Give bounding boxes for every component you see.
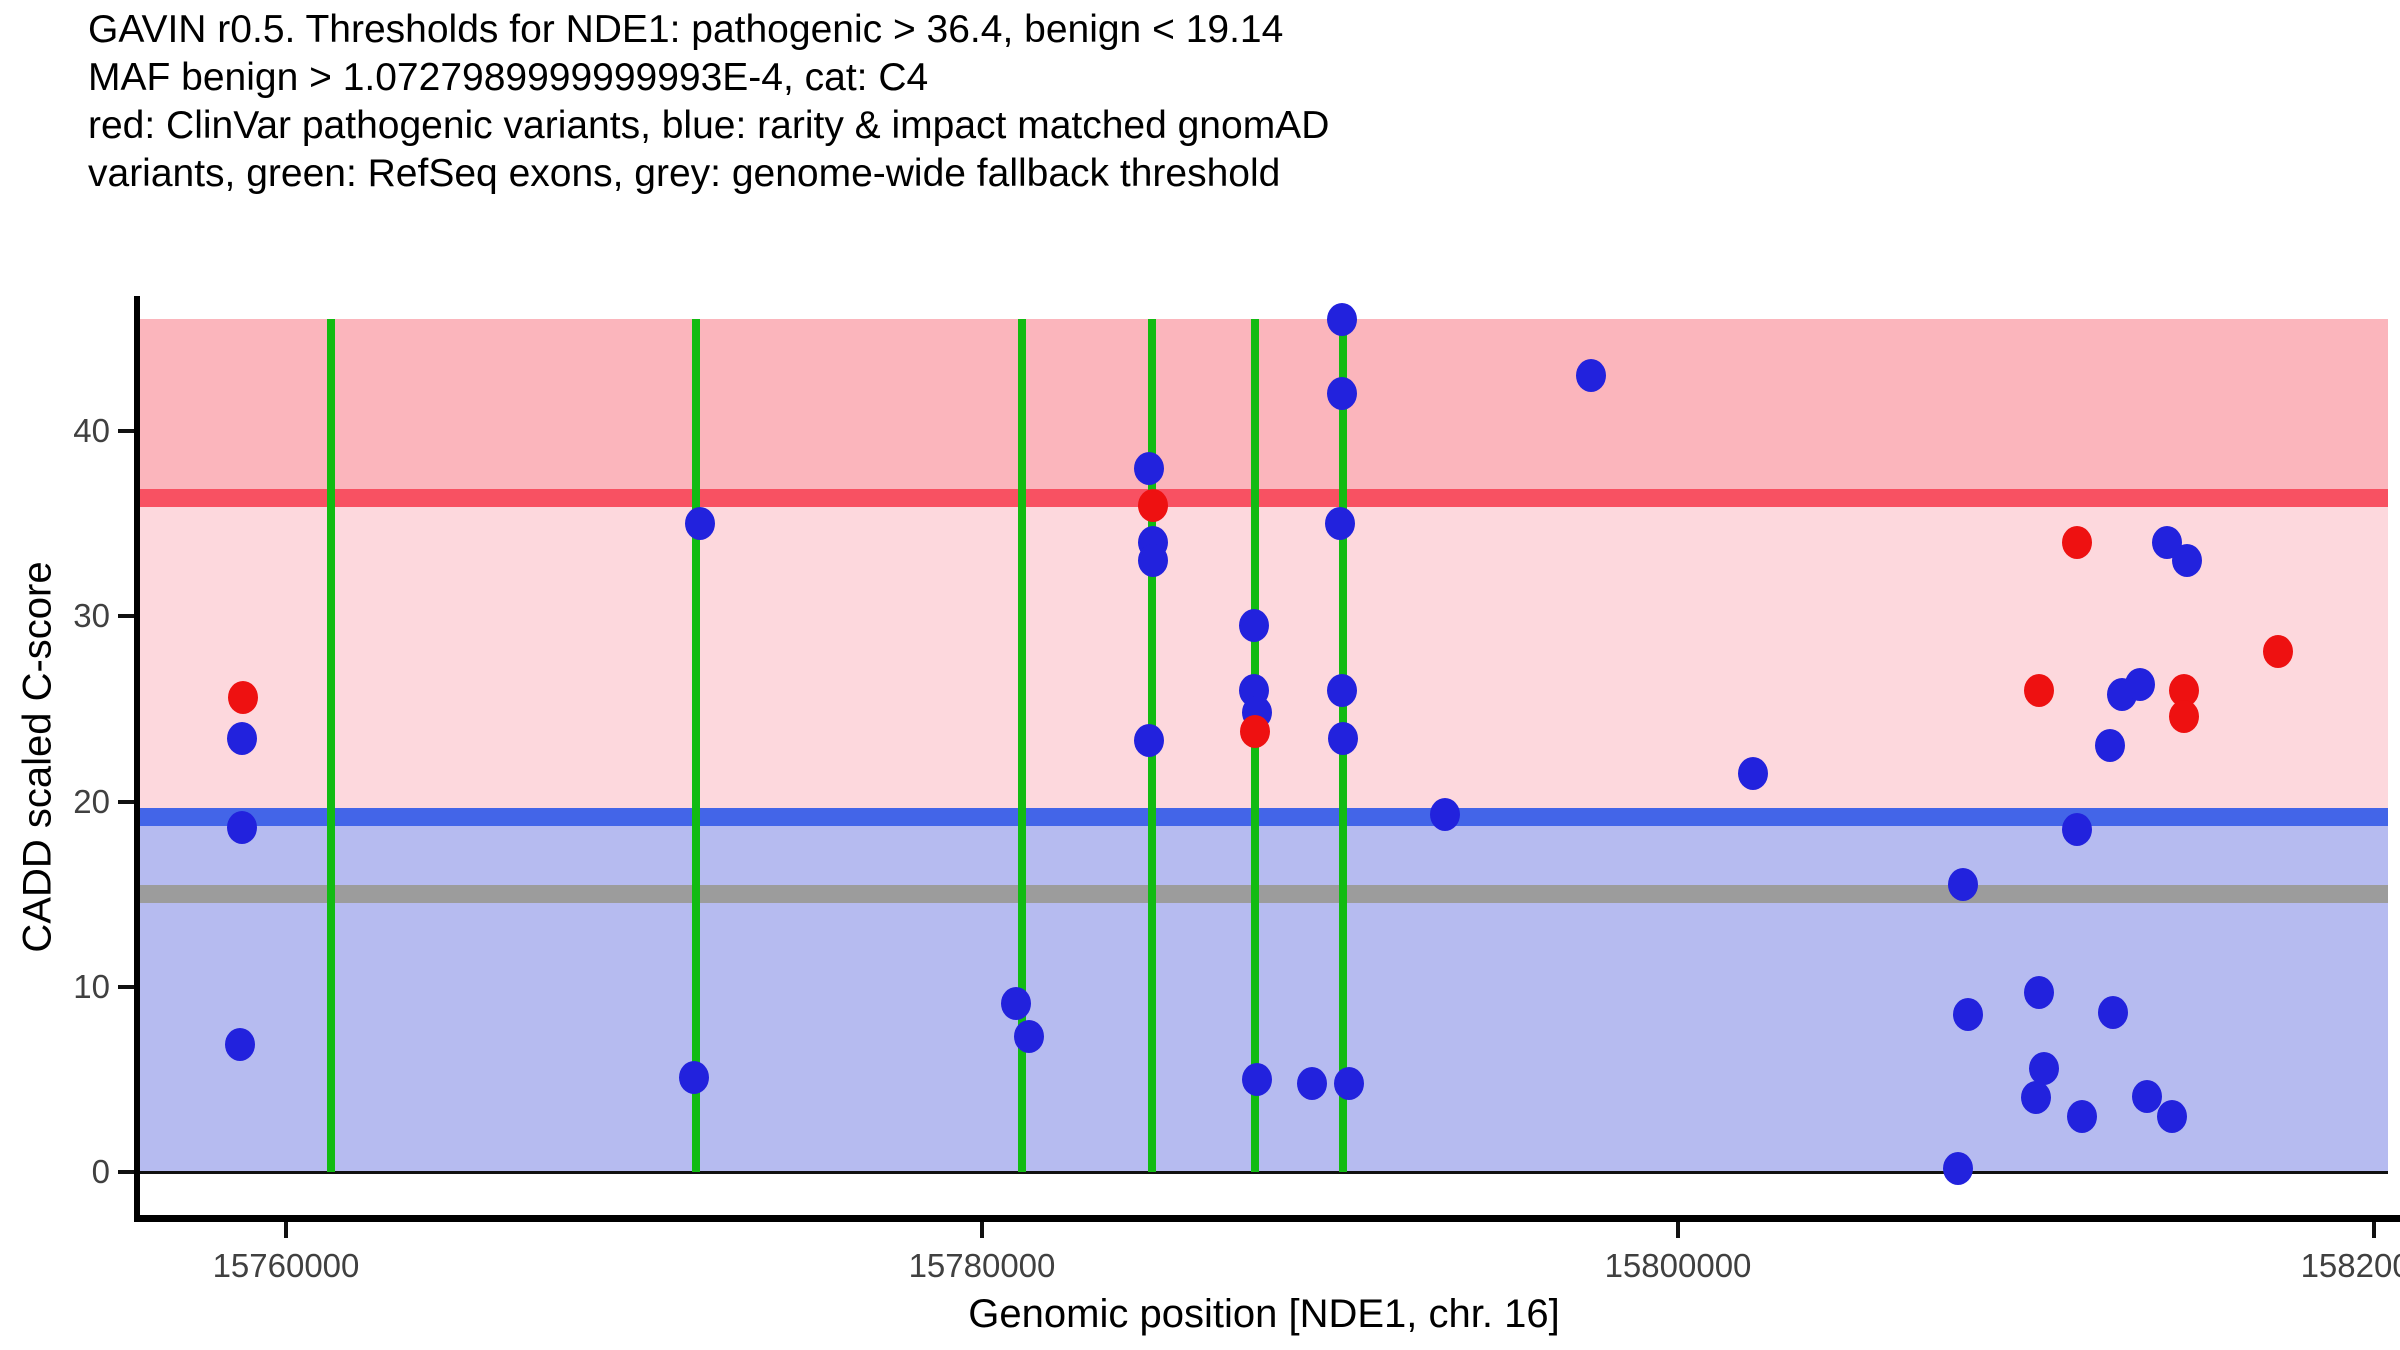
clinvar-pathogenic-variant-dot [1239, 714, 1270, 748]
gnomad-variant-dot [1241, 1062, 1272, 1096]
gnomad-variant-dot [1429, 797, 1460, 831]
gnomad-variant-dot [1134, 723, 1165, 757]
refseq-exon-line-1 [326, 318, 335, 1172]
y-tick-label: 10 [73, 967, 110, 1005]
gnomad-variant-dot [1239, 609, 1270, 643]
plot-panel [140, 298, 2388, 1215]
x-tick-mark [2372, 1222, 2376, 1238]
x-tick-label: 15820000 [2300, 1247, 2400, 1284]
gnomad-variant-dot [678, 1061, 709, 1095]
gnomad-variant-dot [2172, 544, 2203, 578]
chart-title-line-2: MAF benign > 1.0727989999999993E-4, cat:… [88, 56, 929, 99]
benign-threshold-line [140, 808, 2388, 827]
gnomad-variant-dot [1001, 986, 1032, 1020]
gnomad-variant-dot [224, 1027, 255, 1061]
gnomad-variant-dot [1943, 1151, 1974, 1185]
y-tick-mark [118, 1170, 134, 1175]
gnomad-variant-dot [1327, 377, 1358, 411]
gnomad-variant-dot [1334, 1066, 1365, 1100]
y-tick-mark [118, 799, 134, 804]
gnomad-variant-dot [2067, 1099, 2098, 1133]
gnomad-variant-dot [1327, 303, 1358, 337]
gnomad-variant-dot [2125, 668, 2156, 702]
gnomad-variant-dot [1327, 673, 1358, 707]
x-tick-label: 15800000 [1604, 1247, 1752, 1284]
y-tick-label: 40 [73, 412, 110, 449]
x-axis-title: Genomic position [NDE1, chr. 16] [968, 1292, 1560, 1336]
x-tick-mark [1676, 1222, 1680, 1238]
y-tick-label: 0 [91, 1153, 110, 1191]
gnomad-variant-dot [2021, 1081, 2052, 1115]
gnomad-variant-dot [1948, 868, 1979, 902]
x-tick-label: 15780000 [908, 1247, 1056, 1284]
y-axis-line [134, 296, 140, 1222]
clinvar-pathogenic-variant-dot [1137, 488, 1168, 522]
clinvar-pathogenic-variant-dot [2169, 699, 2200, 733]
x-axis-line [134, 1215, 2400, 1222]
y-tick-mark [118, 614, 134, 619]
y-tick-mark [118, 429, 134, 433]
clinvar-pathogenic-variant-dot [227, 681, 258, 715]
zero-line [140, 1170, 2388, 1174]
pathogenic-threshold-line [140, 488, 2388, 507]
gnomad-variant-dot [2062, 812, 2093, 846]
gnomad-variant-dot [1952, 998, 1983, 1032]
gnomad-variant-dot [2094, 729, 2125, 763]
gnomad-variant-dot [1325, 507, 1356, 541]
clinvar-pathogenic-variant-dot [2263, 634, 2294, 668]
refseq-exon-line-2 [691, 318, 700, 1172]
chart-title-line-1: GAVIN r0.5. Thresholds for NDE1: pathoge… [88, 8, 1284, 51]
gnomad-variant-dot [2157, 1099, 2188, 1133]
gnomad-variant-dot [2097, 996, 2128, 1030]
x-tick-mark [283, 1222, 288, 1238]
benign-zone [140, 817, 2388, 1172]
x-tick-mark [979, 1222, 984, 1238]
chart-title-line-4: variants, green: RefSeq exons, grey: gen… [88, 152, 1281, 195]
chart-title-line-3: red: ClinVar pathogenic variants, blue: … [88, 104, 1330, 147]
gnomad-variant-dot [1738, 757, 1769, 791]
clinvar-pathogenic-variant-dot [2023, 673, 2054, 707]
gnomad-variant-dot [1576, 358, 1606, 392]
gnomad-variant-dot [227, 722, 258, 756]
gnomad-variant-dot [1328, 722, 1359, 756]
y-tick-label: 30 [73, 597, 110, 635]
gnomad-variant-dot [684, 507, 715, 541]
gnomad-variant-dot [1134, 451, 1165, 485]
gnomad-variant-dot [2023, 975, 2054, 1009]
refseq-exon-line-3 [1018, 318, 1026, 1172]
gnomad-variant-dot [2131, 1079, 2162, 1113]
fallback-threshold-line [140, 885, 2388, 904]
gnomad-variant-dot [227, 810, 258, 844]
vus-zone [140, 497, 2388, 818]
y-tick-mark [118, 984, 134, 989]
gnomad-variant-dot [1137, 544, 1168, 578]
gnomad-variant-dot [1296, 1066, 1327, 1100]
y-tick-label: 20 [73, 782, 110, 820]
clinvar-pathogenic-variant-dot [2062, 525, 2093, 559]
gnomad-variant-dot [2029, 1051, 2060, 1085]
gnomad-variant-dot [1013, 1020, 1044, 1054]
pathogenic-zone [140, 318, 2388, 498]
chart-title: GAVIN r0.5. Thresholds for NDE1: pathoge… [88, 6, 1329, 198]
x-tick-label: 15760000 [212, 1247, 360, 1284]
